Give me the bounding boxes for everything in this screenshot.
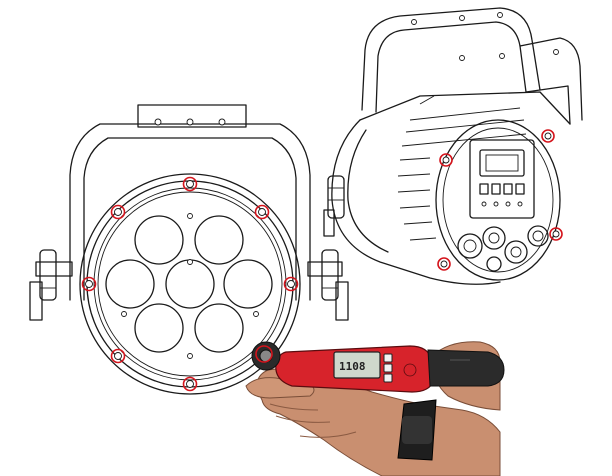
wrench-button-top bbox=[383, 353, 393, 363]
screw-highlight bbox=[439, 153, 453, 167]
panel-button-up bbox=[491, 183, 501, 195]
lcd-display-frame bbox=[479, 149, 525, 177]
connector-ports bbox=[457, 225, 549, 272]
wrench-display-value: 1108 bbox=[339, 360, 366, 373]
front-lens-array bbox=[105, 215, 273, 353]
rear-side-knob bbox=[323, 175, 345, 237]
wrench-button-bottom bbox=[383, 373, 393, 383]
dmx-in-connector bbox=[482, 226, 506, 250]
front-lens-top-left bbox=[134, 215, 184, 265]
screw-highlight bbox=[182, 176, 198, 192]
front-lens-bottom-left bbox=[134, 303, 184, 353]
dmx-out-connector bbox=[504, 240, 528, 264]
front-yoke bbox=[69, 104, 311, 301]
rear-panel bbox=[435, 119, 563, 281]
wrench-button-middle bbox=[383, 363, 393, 373]
screw-highlight bbox=[110, 204, 126, 220]
screw-highlight bbox=[81, 276, 97, 292]
screw-highlight bbox=[254, 204, 270, 220]
front-right-knob bbox=[307, 249, 349, 321]
front-lens-bottom-right bbox=[194, 303, 244, 353]
front-view-fixture bbox=[29, 104, 349, 395]
front-lens-center bbox=[165, 259, 215, 309]
rear-panel-screws bbox=[437, 129, 563, 271]
panel-button-enter bbox=[515, 183, 525, 195]
control-panel bbox=[469, 139, 535, 219]
screw-highlight bbox=[110, 348, 126, 364]
front-left-knob bbox=[29, 249, 73, 321]
screw-highlight bbox=[541, 129, 555, 143]
front-lens-middle-right bbox=[223, 259, 273, 309]
screw-highlight bbox=[437, 257, 451, 271]
front-lens-top-right bbox=[194, 215, 244, 265]
front-lens-middle-left bbox=[105, 259, 155, 309]
wrench-lcd bbox=[333, 351, 381, 379]
lcd-display bbox=[485, 154, 519, 172]
panel-button-menu bbox=[479, 183, 489, 195]
power-in-connector bbox=[457, 233, 483, 259]
rear-view-fixture bbox=[323, 7, 583, 285]
screw-highlight bbox=[182, 376, 198, 392]
rear-housing bbox=[331, 91, 571, 285]
screw-highlight bbox=[283, 276, 299, 292]
panel-button-down bbox=[503, 183, 513, 195]
wrench-grip bbox=[427, 349, 505, 387]
front-inner-screws bbox=[121, 213, 259, 359]
wrench-head-highlight bbox=[255, 345, 273, 363]
hand-with-torque-wrench: 1108 bbox=[245, 341, 505, 476]
rear-yoke bbox=[361, 7, 583, 125]
power-out-connector bbox=[527, 225, 549, 247]
screw-highlight bbox=[549, 227, 563, 241]
